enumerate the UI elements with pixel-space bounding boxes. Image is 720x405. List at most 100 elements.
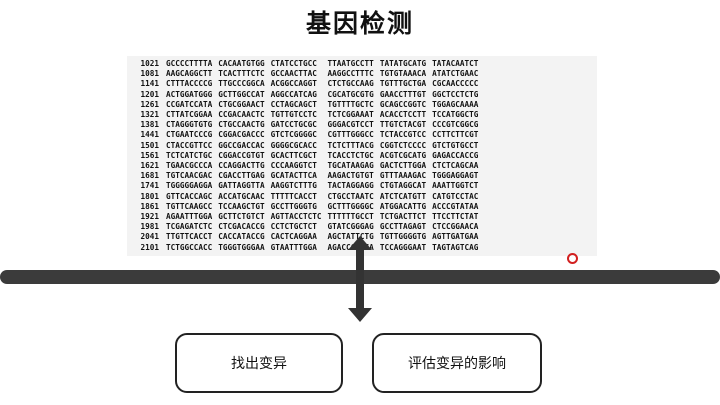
- base-block: TCCAAGCTGT: [218, 201, 265, 211]
- base-block: GCTTCTGTCT: [218, 212, 265, 222]
- base-block: GACTCTTGGA: [379, 161, 427, 171]
- base-block: CTGCCAACTG: [218, 120, 265, 130]
- find-variants-label: 找出变异: [231, 356, 287, 372]
- base-block: TTGTTCACCT: [166, 232, 213, 242]
- base-block: TTGTCTACGT: [379, 120, 427, 130]
- base-block: GCAGCCGGTC: [379, 99, 427, 109]
- page-title: 基因检测: [305, 9, 414, 38]
- base-block: CTCGACACCG: [218, 222, 265, 232]
- assess-variant-impact-box: 评估变异的影响: [372, 333, 542, 393]
- position-number: 1741: [140, 181, 159, 191]
- base-block: GGGGCGCACC: [270, 140, 317, 150]
- base-block: CTATCCTGCC: [270, 59, 317, 68]
- base-block: CCCAAGGTCT: [270, 161, 317, 171]
- base-block: TCTACCGTCC: [379, 130, 427, 140]
- base-block: TTTTTTGCCT: [327, 212, 374, 222]
- base-block: AAATTGGTCT: [432, 181, 479, 191]
- base-block: TGTCAACGAC: [166, 171, 213, 181]
- base-block: ATCTCATGTT: [379, 191, 427, 201]
- base-block: ACACCTCCTT: [379, 110, 427, 120]
- base-block: TATATGCATG: [379, 59, 427, 68]
- base-block: TCTCTTTACG: [327, 140, 374, 150]
- base-block: TTTTTCACCT: [270, 191, 317, 201]
- base-block: CCAGGACTTG: [218, 161, 265, 171]
- base-block: ACCATGCAAC: [218, 191, 265, 201]
- base-block: CTTTACCCCG: [166, 79, 213, 89]
- base-block: TCCAGGGAAT: [379, 242, 427, 252]
- base-block: TGTTGTCCTC: [270, 110, 317, 120]
- base-block: CTGCGGAACT: [218, 99, 265, 109]
- base-block: AAGACTGTGT: [327, 171, 374, 181]
- position-number: 1321: [140, 110, 159, 120]
- base-block: GTAATTTGGA: [270, 242, 317, 252]
- base-block: TGTTCAAGCC: [166, 201, 213, 211]
- base-block: GCACTTCGCT: [270, 150, 317, 160]
- base-block: CTAGGGTGTG: [166, 120, 213, 130]
- base-block: CGCAACCCCC: [432, 79, 479, 89]
- base-block: TGCATAAGAG: [327, 161, 374, 171]
- base-block: GCTTTGGGGC: [327, 201, 374, 211]
- base-block: GTCTCGGGGC: [270, 130, 317, 140]
- sequence-row: 1381 CTAGGGTGTG CTGCCAACTG GATCCTGCGC GGGACG…: [129, 120, 484, 130]
- base-block: TGAACGCCCA: [166, 161, 213, 171]
- base-block: TAGTAGTCAG: [432, 242, 479, 252]
- base-block: AGTTGATGAA: [432, 232, 479, 242]
- double-headed-arrow-icon: [348, 236, 372, 322]
- base-block: AGAATTTGGA: [166, 212, 213, 222]
- base-block: GGCCGACCAC: [218, 140, 265, 150]
- base-block: TCACTTTCTC: [218, 69, 265, 79]
- base-block: CCTAGCAGCT: [270, 99, 317, 109]
- position-number: 1561: [140, 150, 159, 160]
- base-block: GAGACCACCG: [432, 150, 479, 160]
- base-block: TCGAGATCTC: [166, 222, 213, 232]
- base-block: GGCTCCTCTG: [432, 89, 479, 99]
- position-number: 1381: [140, 120, 159, 130]
- base-block: CCGACAACTC: [218, 110, 265, 120]
- base-block: TCTCGGAAAT: [327, 110, 374, 120]
- base-block: CCCGTCGGCG: [432, 120, 479, 130]
- base-block: GTTCACCAGC: [166, 191, 213, 201]
- base-block: CGACCTTGAG: [218, 171, 265, 181]
- base-block: CCTTCTTCGT: [432, 130, 479, 140]
- base-block: GATTAGGTTA: [218, 181, 265, 191]
- position-number: 2101: [140, 242, 159, 252]
- base-block: ACGGCCAGGT: [270, 79, 317, 89]
- base-block: CGGTCTCCCC: [379, 140, 427, 150]
- base-block: TACTAGGAGG: [327, 181, 374, 191]
- base-block: GCCTTAGAGT: [379, 222, 427, 232]
- base-block: TCACCTCTGC: [327, 150, 374, 160]
- base-block: GTATCGGGAG: [327, 222, 374, 232]
- position-number: 1861: [140, 201, 159, 211]
- base-block: TGGAGCAAAA: [432, 99, 479, 109]
- base-block: TGTTTGCTGA: [379, 79, 427, 89]
- base-block: AGCTATTCTG: [327, 232, 374, 242]
- base-block: TATACAATCT: [432, 59, 479, 68]
- base-block: GGGACGTCCT: [327, 120, 374, 130]
- position-number: 1501: [140, 140, 159, 150]
- base-block: TTCCTTCTAT: [432, 212, 479, 222]
- base-block: GATCCTGCGC: [270, 120, 317, 130]
- base-block: AAGGTCTTTG: [270, 181, 317, 191]
- find-variants-box: 找出变异: [175, 333, 343, 393]
- position-number: 1081: [140, 69, 159, 79]
- base-block: ACTGGATGGG: [166, 89, 213, 99]
- base-block: CGGACGACCC: [218, 130, 265, 140]
- position-number: 1201: [140, 89, 159, 99]
- base-block: TGGGTGGGAA: [218, 242, 265, 252]
- base-block: CTGTAGGCAT: [379, 181, 427, 191]
- base-block: CTGCCTAATC: [327, 191, 374, 201]
- base-block: ACCCGTATAA: [432, 201, 479, 211]
